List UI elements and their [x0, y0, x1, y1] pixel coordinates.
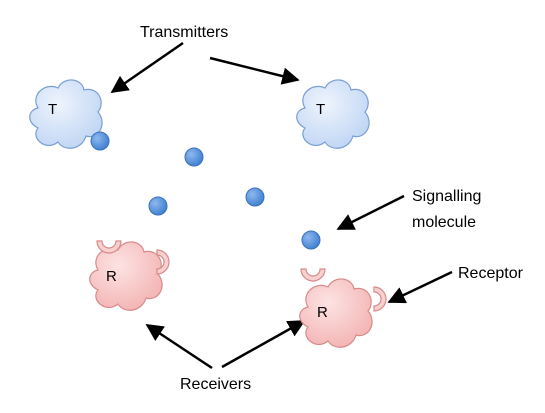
transmitter-letter-right: T: [316, 101, 325, 118]
transmitter-cell-right: [296, 79, 370, 149]
arrow-to-right-receiver: [221, 319, 306, 369]
signalling-molecule: [148, 196, 168, 216]
transmitters-label: Transmitters: [140, 24, 228, 41]
receptor-left-side: [156, 249, 170, 275]
receiver-cell-left: [89, 241, 163, 311]
receiver-cell-right: [299, 278, 373, 348]
receptor-right-side: [373, 286, 387, 312]
signalling-molecule-attached: [90, 131, 110, 151]
receiver-letter-left: R: [106, 268, 117, 285]
arrow-to-right-transmitter: [209, 56, 300, 85]
signalling-molecule: [184, 147, 204, 167]
arrow-to-receptor: [387, 270, 453, 304]
transmitter-letter-left: T: [48, 101, 57, 118]
signalling-label-line1: Signalling: [412, 188, 481, 205]
signalling-label-line2: molecule: [412, 214, 476, 231]
receptor-label: Receptor: [458, 265, 524, 282]
signalling-molecule: [245, 187, 265, 207]
receptor-right-top: [300, 268, 326, 282]
receptor-left-top: [96, 240, 122, 254]
receivers-label: Receivers: [180, 376, 251, 393]
arrow-to-left-receiver: [145, 323, 213, 370]
arrow-to-left-transmitter: [110, 41, 184, 94]
signalling-molecule: [301, 230, 321, 250]
receiver-letter-right: R: [317, 304, 328, 321]
arrow-to-signalling-molecule: [336, 194, 405, 231]
